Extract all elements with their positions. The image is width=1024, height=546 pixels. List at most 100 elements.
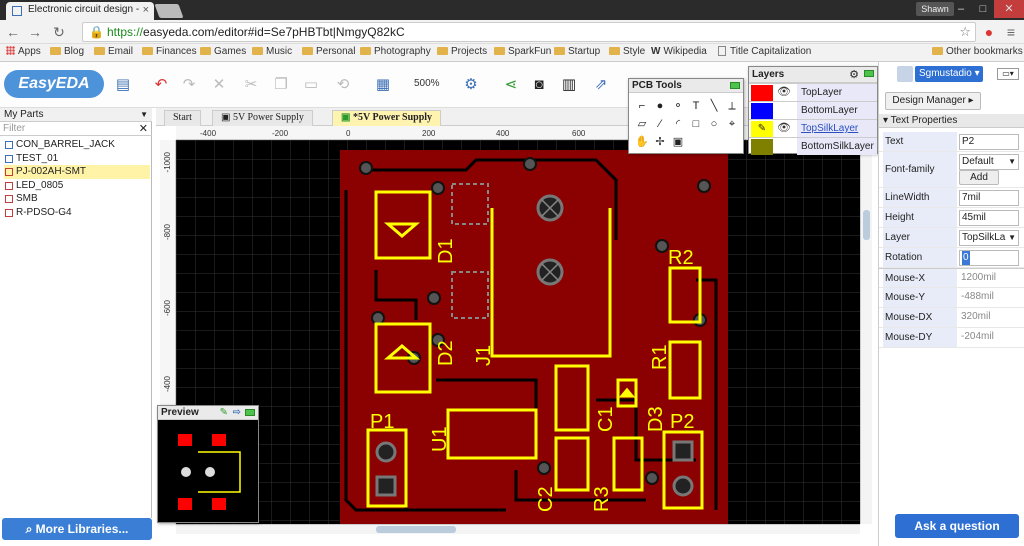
- layer-name[interactable]: BottomSilkLayer: [797, 138, 877, 155]
- rotate-icon[interactable]: ⟲: [336, 76, 350, 93]
- image-icon[interactable]: ▣: [672, 136, 684, 148]
- arc-icon[interactable]: ⁄: [659, 118, 661, 130]
- align-icon[interactable]: ▦: [375, 76, 391, 93]
- list-item[interactable]: SMB: [4, 192, 150, 206]
- list-item[interactable]: LED_0805: [4, 179, 150, 193]
- new-tab-button[interactable]: [154, 4, 184, 18]
- camera-icon[interactable]: ◙: [534, 76, 544, 93]
- eye-icon[interactable]: 👁: [777, 86, 791, 98]
- pcb-canvas[interactable]: D1 D2 J1 R2 R1 U1 C1 D3 P1 P2 C2 R3: [176, 140, 860, 524]
- list-item-selected[interactable]: PJ-002AH-SMT: [4, 165, 150, 179]
- pencil-icon[interactable]: ✎: [751, 121, 773, 137]
- browser-menu-icon[interactable]: ≡: [1006, 24, 1016, 40]
- list-item[interactable]: CON_BARREL_JACK: [4, 138, 150, 152]
- layer-select[interactable]: TopSilkLa▼: [959, 230, 1019, 246]
- gear-icon[interactable]: ⚙: [849, 69, 859, 81]
- url-input[interactable]: 🔒 https://easyeda.com/editor#id=Se7pHBTb…: [82, 22, 976, 42]
- other-bookmarks[interactable]: Other bookmarks: [932, 46, 1023, 57]
- bookmark-blog[interactable]: Blog: [50, 46, 84, 57]
- bookmark-personal[interactable]: Personal: [302, 46, 355, 57]
- undo-icon[interactable]: ↶: [154, 76, 168, 93]
- linewidth-field[interactable]: 7mil: [959, 190, 1019, 206]
- export-icon[interactable]: ⇗: [594, 76, 608, 93]
- redo-icon[interactable]: ↷: [182, 76, 196, 93]
- bookmark-finances[interactable]: Finances: [142, 46, 197, 57]
- share-icon[interactable]: ⋖: [504, 76, 518, 93]
- bookmark-sparkfun[interactable]: SparkFun: [494, 46, 551, 57]
- layer-color-swatch[interactable]: [751, 139, 773, 155]
- ask-question-button[interactable]: Ask a question: [895, 514, 1019, 538]
- layer-color-swatch[interactable]: [751, 85, 773, 101]
- layer-color-swatch[interactable]: [751, 103, 773, 119]
- bom-icon[interactable]: ▥: [561, 76, 577, 93]
- text-icon[interactable]: T: [692, 100, 700, 112]
- panel-menu-icon[interactable]: ▭▾: [997, 68, 1019, 80]
- text-field[interactable]: P2: [959, 134, 1019, 150]
- bookmark-apps[interactable]: Apps: [6, 46, 41, 57]
- cut-icon[interactable]: ✂: [244, 76, 258, 93]
- dimension-icon[interactable]: ⟂: [728, 100, 736, 112]
- preview-title[interactable]: Preview ✎ ⇨: [158, 406, 258, 420]
- delete-icon[interactable]: ✕: [212, 76, 226, 93]
- polygon-icon[interactable]: ▱: [637, 118, 647, 130]
- minimize-icon[interactable]: [245, 409, 255, 416]
- add-font-button[interactable]: Add: [959, 170, 999, 185]
- layer-row-bottomsilklayer[interactable]: BottomSilkLayer: [749, 137, 877, 155]
- user-menu-button[interactable]: Sgmustadio ▾: [915, 66, 983, 82]
- avatar[interactable]: [897, 66, 913, 82]
- list-item[interactable]: TEST_01: [4, 152, 150, 166]
- minimize-icon[interactable]: [730, 82, 740, 89]
- select-icon[interactable]: ⌖: [728, 118, 736, 130]
- circle-icon[interactable]: ○: [710, 118, 718, 130]
- height-field[interactable]: 45mil: [959, 210, 1019, 226]
- bookmark-style[interactable]: Style: [609, 46, 645, 57]
- rotation-field[interactable]: 0: [959, 250, 1019, 266]
- edit-icon[interactable]: ✎: [219, 407, 228, 418]
- pcb-drawing[interactable]: D1 D2 J1 R2 R1 U1 C1 D3 P1 P2 C2 R3: [176, 140, 860, 524]
- parts-filter-input[interactable]: Filter ✕: [0, 122, 152, 136]
- eye-icon[interactable]: 👁: [777, 122, 791, 134]
- layer-name-active[interactable]: TopSilkLayer: [797, 120, 877, 137]
- bookmark-title-capitalization[interactable]: Title Capitalization: [718, 46, 811, 57]
- rect-icon[interactable]: □: [692, 118, 700, 130]
- text-properties-header[interactable]: ▾ Text Properties: [879, 114, 1024, 128]
- browser-tab[interactable]: Electronic circuit design - ×: [6, 2, 154, 20]
- maximize-button[interactable]: □: [979, 3, 987, 15]
- bookmark-games[interactable]: Games: [200, 46, 246, 57]
- line-icon[interactable]: ╲: [710, 100, 718, 112]
- hole-icon[interactable]: ✢: [655, 136, 665, 148]
- paste-icon[interactable]: ▭: [303, 76, 319, 93]
- via-icon[interactable]: ⚬: [673, 100, 683, 112]
- circle-arc-icon[interactable]: ◜: [675, 118, 681, 130]
- pan-icon[interactable]: ✋: [635, 136, 649, 148]
- layer-row-toplayer[interactable]: 👁 TopLayer: [749, 83, 877, 101]
- scroll-thumb[interactable]: [863, 210, 870, 240]
- list-item[interactable]: R-PDSO-G4: [4, 206, 150, 220]
- layer-name[interactable]: BottomLayer: [797, 102, 877, 119]
- tab-start[interactable]: Start: [164, 110, 201, 126]
- layer-row-bottomlayer[interactable]: BottomLayer: [749, 101, 877, 119]
- pcb-tools-title[interactable]: PCB Tools: [629, 79, 743, 93]
- bookmark-email[interactable]: Email: [94, 46, 133, 57]
- navigate-icon[interactable]: ⇨: [232, 407, 241, 418]
- tab-close-icon[interactable]: ×: [142, 4, 149, 16]
- vertical-scrollbar[interactable]: [860, 140, 872, 524]
- bookmark-startup[interactable]: Startup: [554, 46, 600, 57]
- reload-icon[interactable]: ↻: [53, 24, 65, 40]
- bookmark-projects[interactable]: Projects: [437, 46, 487, 57]
- tab-schematic[interactable]: ▣ 5V Power Supply: [212, 110, 313, 126]
- window-close-button[interactable]: ✕: [994, 0, 1024, 18]
- design-manager-button[interactable]: Design Manager ▸: [885, 92, 981, 110]
- browser-user-chip[interactable]: Shawn: [916, 2, 954, 16]
- forward-icon[interactable]: →: [28, 24, 42, 40]
- pad-icon[interactable]: ●: [656, 100, 664, 112]
- track-icon[interactable]: ⌐: [638, 100, 646, 112]
- copy-icon[interactable]: ❐: [274, 76, 288, 93]
- more-libraries-button[interactable]: ⌕ More Libraries...: [2, 518, 152, 540]
- back-icon[interactable]: ←: [6, 24, 20, 40]
- pinterest-icon[interactable]: ●: [984, 24, 994, 40]
- minimize-icon[interactable]: [864, 70, 874, 77]
- bookmark-star-icon[interactable]: ☆: [959, 24, 971, 39]
- minimize-button[interactable]: –: [957, 3, 965, 15]
